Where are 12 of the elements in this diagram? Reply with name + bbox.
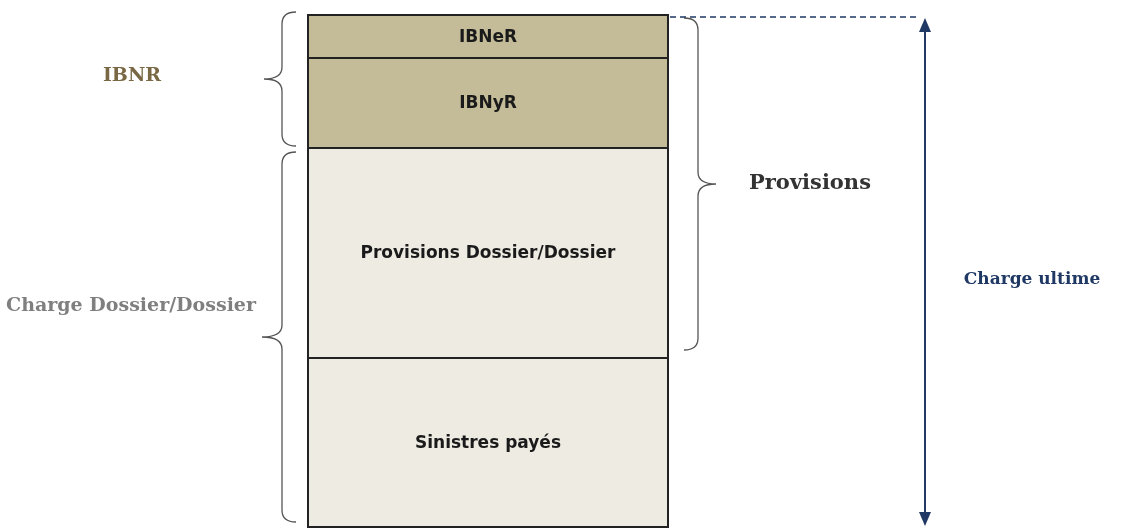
bracket-label: Provisions xyxy=(748,168,872,196)
segment-label: IBNeR xyxy=(458,24,518,48)
bracket-label: IBNR xyxy=(101,62,163,87)
stacked-segment xyxy=(307,57,669,149)
segment-label: Sinistres payés xyxy=(414,430,561,454)
segment-label: IBNyR xyxy=(459,91,517,115)
stacked-segment xyxy=(307,357,669,528)
dimension-label: Charge ultime xyxy=(962,267,1102,290)
bracket-label: Charge Dossier/Dossier xyxy=(5,292,258,317)
segment-label: Provisions Dossier/Dossier xyxy=(360,241,616,265)
stacked-segment xyxy=(307,147,669,359)
stacked-segment xyxy=(307,14,669,59)
